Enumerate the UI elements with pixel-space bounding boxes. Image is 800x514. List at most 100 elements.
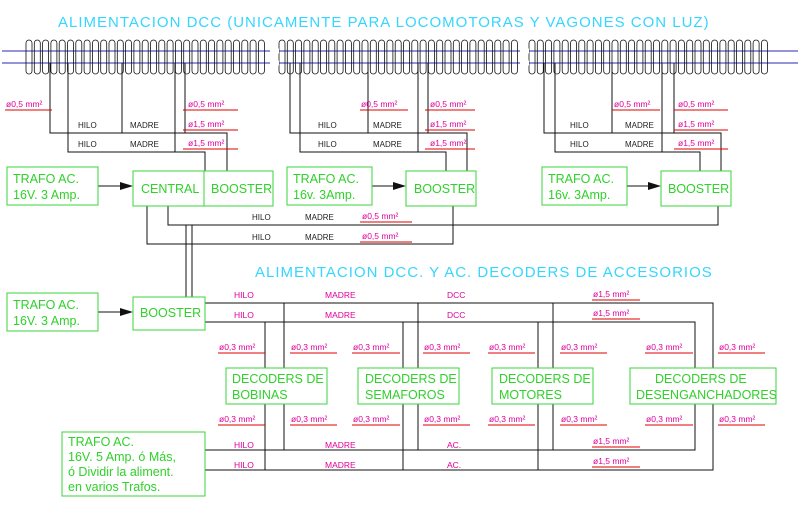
decoder-desenganch-line-2: DESENGANCHADORES (636, 388, 777, 402)
track-tie (278, 39, 286, 75)
label-d03: ø0,3 mm² (489, 342, 526, 352)
track-tie (461, 39, 469, 75)
booster-label: BOOSTER (414, 182, 475, 196)
label-d15: ø1,5 mm² (678, 119, 715, 129)
trafo-box-5 (61, 431, 206, 497)
track-tie (92, 39, 99, 75)
trafo-box-3 (541, 166, 628, 206)
label-d03: ø0,3 mm² (291, 342, 328, 352)
label-dcc: DCC (447, 290, 465, 300)
track-tie (42, 39, 49, 75)
label-madre: MADRE (625, 140, 654, 149)
title-dcc-locomotoras: ALIMENTACION DCC (UNICAMENTE PARA LOCOMO… (58, 14, 710, 31)
decoder-motores-box (491, 367, 594, 405)
label-hilo: HILO (252, 213, 271, 222)
label-d05-s2: ø0,5 mm² (361, 99, 398, 109)
label-madre-acc: MADRE (325, 290, 356, 300)
label-d15: ø1,5 mm² (188, 119, 225, 129)
track-tie (761, 39, 768, 75)
track-tie (208, 39, 216, 75)
label-d03: ø0,3 mm² (561, 342, 598, 352)
label-hilo-acc: HILO (234, 290, 254, 300)
arrow-icon (648, 182, 661, 190)
track-tie (191, 39, 199, 75)
track-tie (33, 39, 41, 75)
label-hilo-ac: HILO (234, 460, 254, 470)
decoder-desenganch-line-1: DECODERS DE (655, 372, 747, 386)
central-label: CENTRAL (141, 182, 199, 196)
track-tie (328, 39, 336, 75)
track-tie (295, 39, 303, 75)
track-tie (561, 39, 569, 75)
red-marks (5, 109, 765, 468)
label-hilo: HILO (78, 140, 97, 149)
track-tie (595, 39, 602, 75)
trafo-5-line-2: 16V. 5 Amp. ó Más, (68, 450, 176, 464)
track-tie (502, 39, 510, 75)
label-d03: ø0,3 mm² (719, 414, 756, 424)
track-tie (528, 39, 536, 75)
arrow-icon (120, 182, 133, 190)
track-tie (636, 39, 644, 75)
wire-labels: ø0,5 mm² ø0,5 mm² HILO MADRE ø1,5 mm² HI… (6, 99, 756, 470)
label-d15-acc: ø1,5 mm² (593, 308, 630, 318)
booster-box-2 (405, 170, 477, 207)
booster-label: BOOSTER (140, 306, 201, 320)
track-tie (249, 39, 257, 75)
label-madre: MADRE (373, 140, 402, 149)
trafo-5-line-1: TRAFO AC. (68, 435, 134, 449)
track-tie (411, 39, 419, 75)
track-tie (727, 39, 735, 75)
label-d03: ø0,3 mm² (561, 414, 598, 424)
track-tie (75, 39, 83, 75)
track-tie (150, 39, 157, 75)
track-tie (233, 39, 240, 75)
track-tie (257, 39, 265, 75)
track-tie (586, 39, 594, 75)
track-tie (241, 39, 249, 75)
trafo-2-line-2: 16v. 3Amp. (293, 188, 355, 202)
label-madre-ac: MADRE (325, 460, 356, 470)
label-d15: ø1,5 mm² (430, 138, 467, 148)
track-tie (141, 39, 149, 75)
track-tie (719, 39, 727, 75)
trafo-box-2 (286, 166, 373, 206)
track-ties (25, 39, 768, 75)
track-tie (678, 39, 685, 75)
track-tie (510, 39, 518, 75)
track-tie (369, 39, 377, 75)
label-hilo: HILO (252, 233, 271, 242)
booster-box-accesorios (132, 296, 206, 331)
track-tie (361, 39, 369, 75)
track-tie (436, 39, 444, 75)
trafo-1-line-1: TRAFO AC. (13, 172, 79, 186)
label-hilo: HILO (318, 140, 337, 149)
label-d03: ø0,3 mm² (219, 414, 256, 424)
label-madre: MADRE (130, 140, 159, 149)
label-d05-s1: ø0,5 mm² (6, 99, 43, 109)
label-d05-s3: ø0,5 mm² (614, 99, 651, 109)
label-d15: ø1,5 mm² (678, 138, 715, 148)
label-d05: ø0,5 mm² (362, 231, 399, 241)
label-madre: MADRE (625, 121, 654, 130)
track-tie (100, 39, 108, 75)
track-tie (216, 39, 224, 75)
decoder-bobinas-line-1: DECODERS DE (232, 372, 324, 386)
track-tie (50, 39, 58, 75)
track-tie (486, 39, 493, 75)
label-hilo: HILO (318, 121, 337, 130)
label-d03: ø0,3 mm² (646, 342, 683, 352)
central-booster-box (132, 170, 274, 207)
boxes: TRAFO AC. 16V. 3 Amp. CENTRAL BOOSTER TR… (6, 166, 777, 497)
decoder-bobinas-box (225, 367, 328, 405)
label-d05-s3b: ø0,5 mm² (678, 99, 715, 109)
track-tie (702, 39, 710, 75)
track-gaps (270, 48, 529, 66)
track-tie (58, 39, 66, 75)
track-tie (394, 39, 402, 75)
decoder-desenganchadores-box (629, 367, 777, 405)
label-d05-s2b: ø0,5 mm² (430, 99, 467, 109)
label-ac: AC. (447, 440, 461, 450)
track-tie (336, 39, 344, 75)
label-d03: ø0,3 mm² (646, 414, 683, 424)
